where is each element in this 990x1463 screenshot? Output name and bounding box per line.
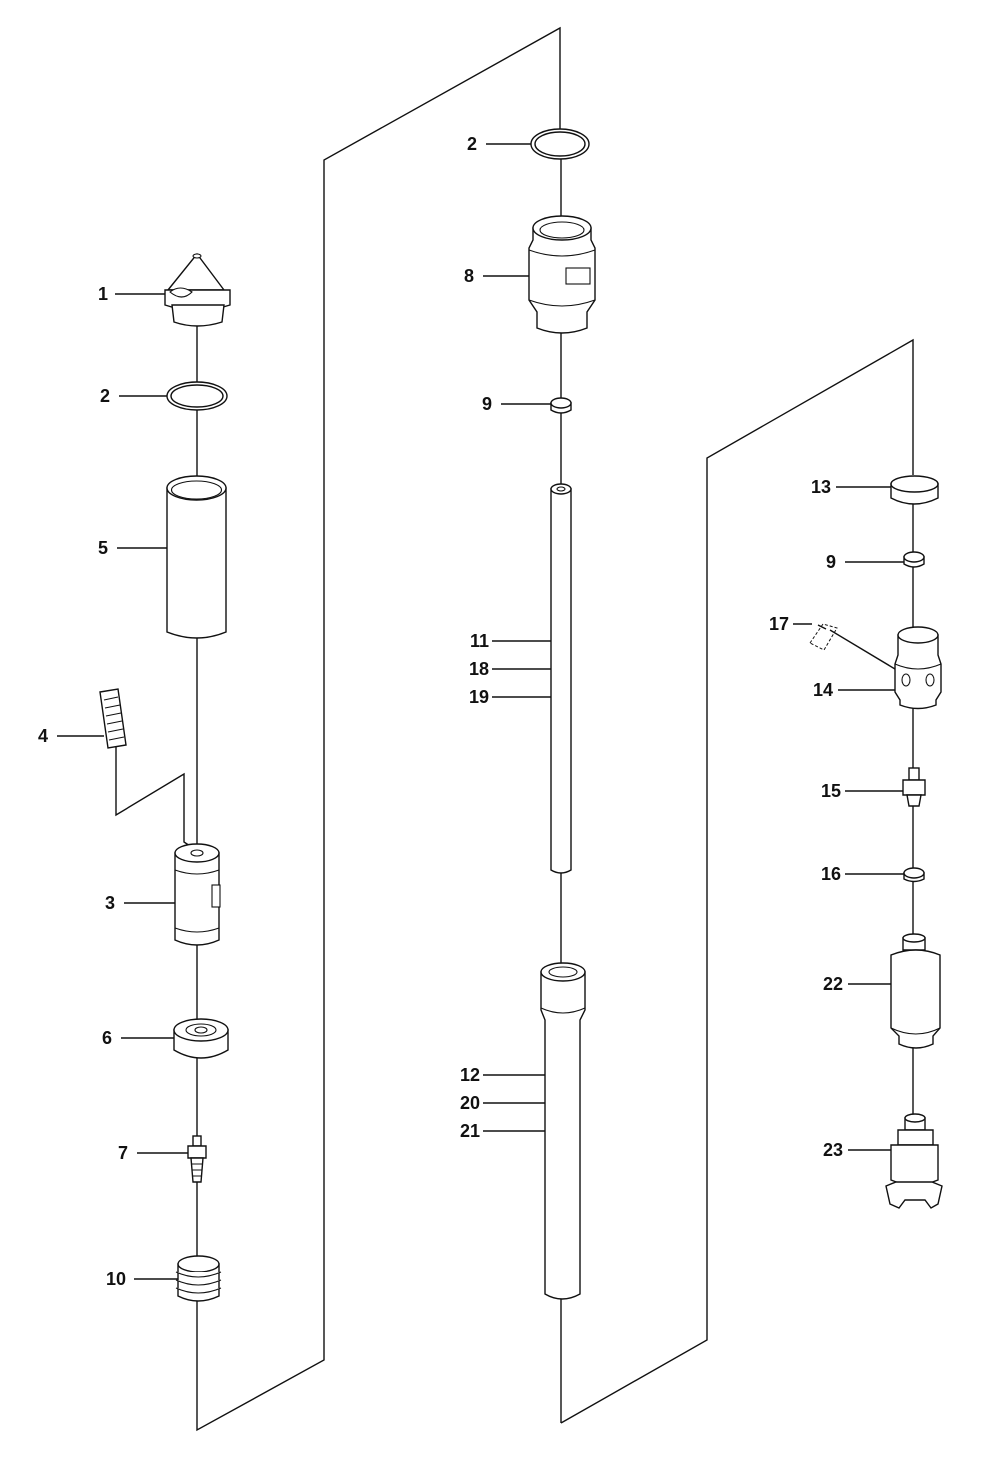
callout-6: 6	[102, 1028, 112, 1048]
callout-11: 11	[470, 631, 489, 651]
part-8-coupling-sleeve	[528, 215, 596, 334]
part-14-valve-housing	[894, 626, 942, 710]
assembly-frame-lines	[115, 26, 914, 1432]
callout-14: 14	[813, 680, 833, 700]
callout-5: 5	[98, 538, 108, 558]
callout-2-left: 2	[100, 386, 110, 406]
callout-23: 23	[823, 1140, 843, 1160]
part-15-nipple	[902, 767, 926, 807]
callout-7: 7	[118, 1143, 128, 1163]
callout-12: 12	[460, 1065, 480, 1085]
callout-22: 22	[823, 974, 843, 994]
part-5-sleeve-tube	[166, 475, 227, 639]
part-3-valve-body	[174, 843, 221, 946]
callout-16: 16	[821, 864, 841, 884]
part-1-nozzle-cap	[164, 252, 231, 327]
part-12-outer-tube	[540, 962, 586, 1300]
part-13-ring	[890, 475, 939, 505]
part-22-cylinder-body	[890, 933, 941, 1049]
part-9-bushing-right	[903, 551, 925, 568]
callout-1: 1	[98, 284, 108, 304]
leader-lines	[57, 143, 904, 1280]
callout-labels: 1 2 5 4 3 6 7 10 2 8 9 11 18 19 12 20 21…	[38, 134, 843, 1289]
part-2-o-ring-middle	[530, 128, 590, 160]
part-16-washer	[903, 867, 925, 883]
callout-19: 19	[469, 687, 489, 707]
callout-2-middle: 2	[467, 134, 477, 154]
part-6-seat-ring	[173, 1018, 229, 1059]
part-11-inner-rod	[550, 483, 572, 874]
part-4-filter-strip	[99, 688, 127, 749]
part-9-bushing-middle	[550, 397, 572, 414]
callout-17: 17	[769, 614, 789, 634]
callout-9-middle: 9	[482, 394, 492, 414]
callout-3: 3	[105, 893, 115, 913]
part-7-jet-nipple	[187, 1135, 207, 1183]
callout-9-right: 9	[826, 552, 836, 572]
callout-4: 4	[38, 726, 48, 746]
callout-10: 10	[106, 1269, 126, 1289]
callout-13: 13	[811, 477, 831, 497]
part-2-o-ring-left	[166, 381, 228, 411]
callout-18: 18	[469, 659, 489, 679]
callout-20: 20	[460, 1093, 480, 1113]
callout-21: 21	[460, 1121, 480, 1141]
callout-8: 8	[464, 266, 474, 286]
part-10-threaded-adapter	[175, 1255, 222, 1302]
part-17-clip	[809, 623, 901, 673]
part-23-quick-coupling	[885, 1113, 943, 1209]
callout-15: 15	[821, 781, 841, 801]
